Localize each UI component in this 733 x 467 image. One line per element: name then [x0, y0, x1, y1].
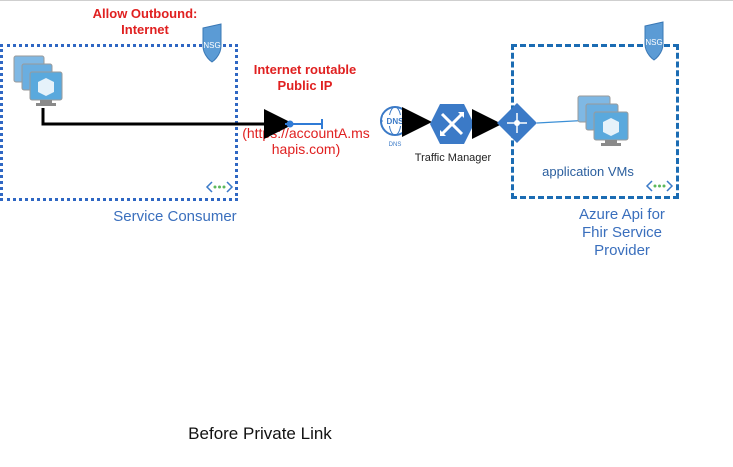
public-ip-endpoint-icon: [285, 119, 323, 129]
vnet-icon: [645, 180, 674, 192]
svg-text:NSG: NSG: [645, 38, 662, 47]
vnet-icon: [205, 181, 234, 193]
nsg-shield-icon: NSG: [202, 23, 222, 63]
allow-outbound-label: Allow Outbound: Internet: [92, 6, 198, 37]
dns-icon: DNS DNS: [380, 106, 410, 148]
svg-text:DNS: DNS: [387, 117, 405, 126]
svg-text:DNS: DNS: [389, 142, 402, 148]
caption: Before Private Link: [188, 424, 332, 443]
nsg-shield-icon: NSG: [644, 21, 664, 61]
traffic-manager-label: Traffic Manager: [414, 152, 492, 164]
vm-stack-icon: [13, 55, 63, 106]
service-consumer-label: Service Consumer: [113, 208, 237, 225]
top-divider: [0, 0, 733, 1]
provider-label: Azure Api for Fhir Service Provider: [579, 206, 665, 259]
traffic-manager-icon: [430, 104, 474, 144]
public-ip-label: Internet routable Public IP: [253, 62, 357, 93]
vm-stack-icon: [577, 95, 629, 146]
application-vms-label: application VMs: [542, 164, 634, 179]
svg-text:NSG: NSG: [203, 41, 220, 50]
load-balancer-icon: [497, 103, 537, 143]
